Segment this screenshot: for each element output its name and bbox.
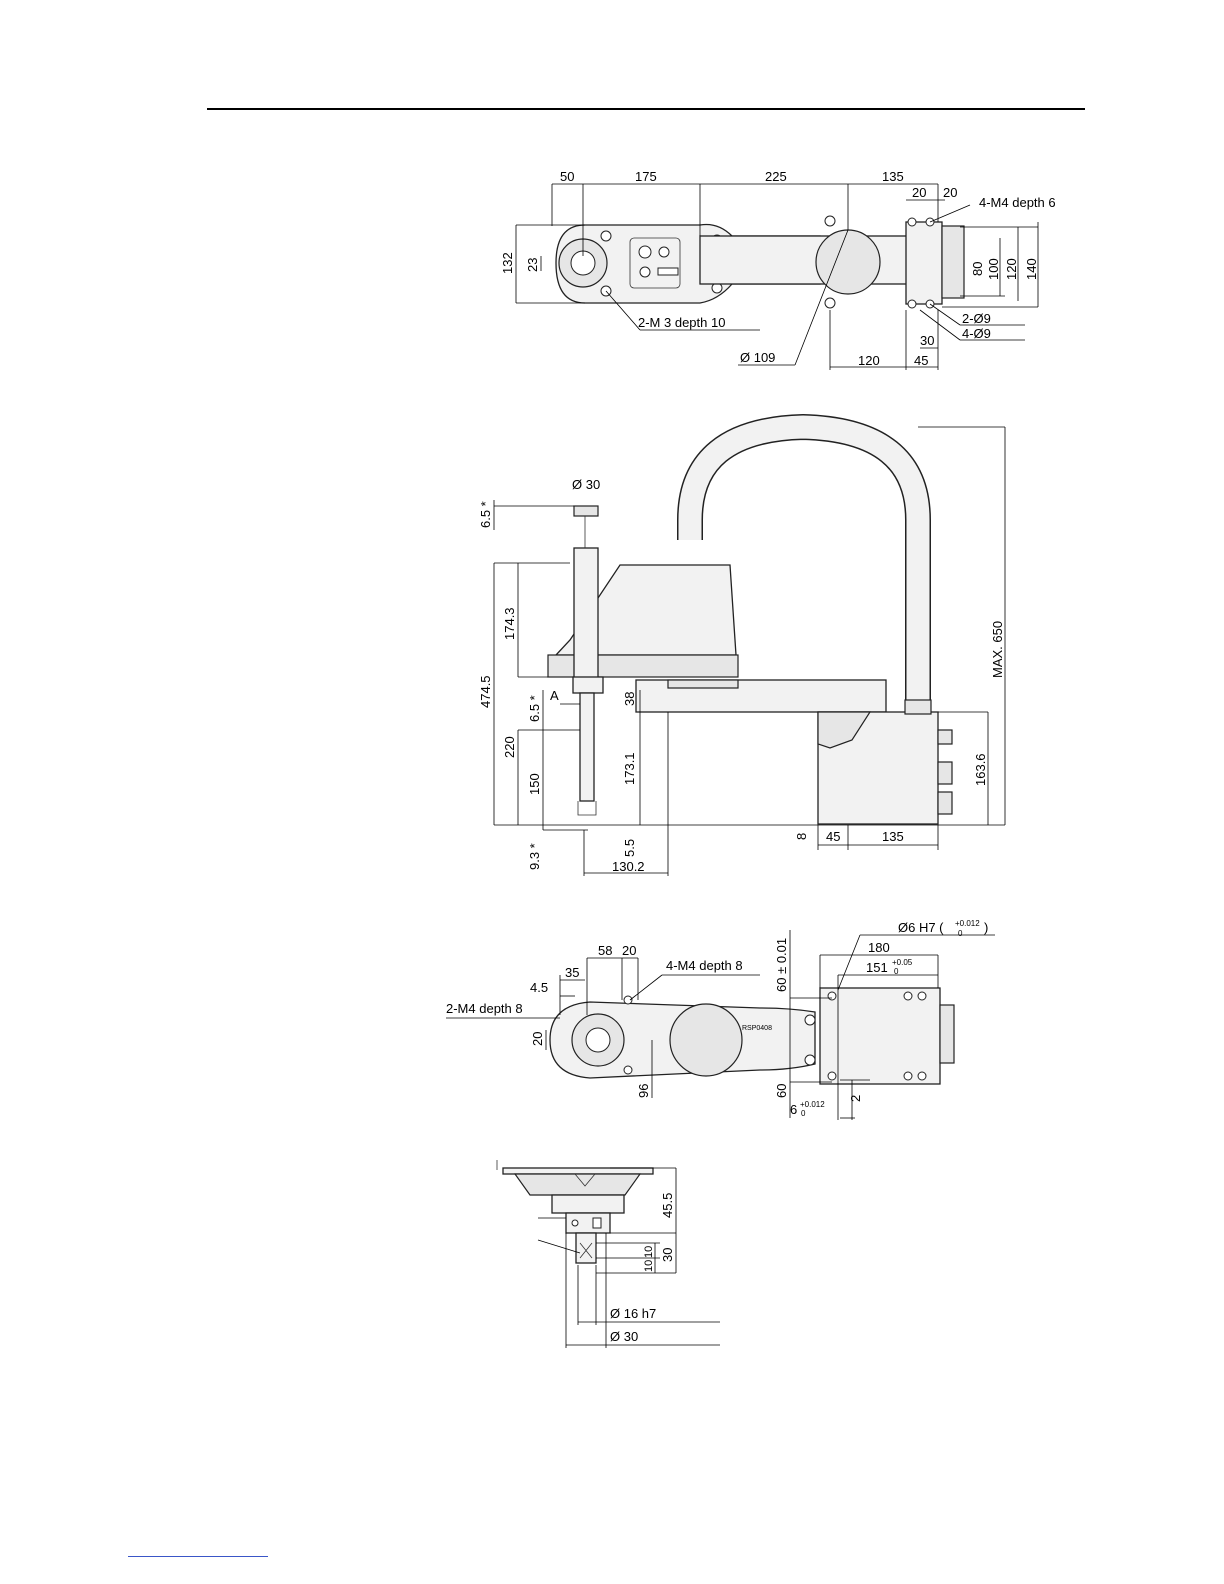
model-label: RSP0408 <box>742 1025 772 1032</box>
base-top-view: RSP0408 <box>446 919 995 1120</box>
callout-2-d9: 2-Ø9 <box>962 311 991 326</box>
callout-4-m4-depth-8: 4-M4 depth 8 <box>666 958 743 973</box>
section-mark-a: A <box>550 688 559 703</box>
dim-20-a: 20 <box>912 185 926 200</box>
dim-30-detail: 30 <box>660 1248 675 1262</box>
dim-132: 132 <box>500 252 515 274</box>
tol-lower-d6: 0 <box>958 929 963 938</box>
dim-45: 45 <box>914 353 928 368</box>
footer-link-underline[interactable] <box>128 1556 268 1557</box>
dim-max-650: MAX. 650 <box>990 621 1005 678</box>
dim-45-side: 45 <box>826 829 840 844</box>
dim-20-base: 20 <box>622 943 636 958</box>
dim-220: 220 <box>502 736 517 758</box>
detail-view: 45.5 10 10 30 Ø 16 h7 Ø 30 <box>496 1160 720 1348</box>
callout-2-m3-depth-10: 2-M 3 depth 10 <box>638 315 725 330</box>
dim-173.1: 173.1 <box>622 752 637 785</box>
dim-6-tol: 6 <box>790 1102 797 1117</box>
dim-80: 80 <box>970 262 985 276</box>
dim-175: 175 <box>635 169 657 184</box>
dim-96: 96 <box>636 1084 651 1098</box>
dim-5.5: 5.5 <box>622 839 637 857</box>
dim-120-bottom: 120 <box>858 353 880 368</box>
callout-4-m4-depth-6: 4-M4 depth 6 <box>979 195 1056 210</box>
dim-140: 140 <box>1024 258 1039 280</box>
dim-60-tol: 60 ± 0.01 <box>774 938 789 992</box>
tol-upper-151: +0.05 <box>892 958 913 967</box>
tol-lower-151: 0 <box>894 967 899 976</box>
callout-d109: Ø 109 <box>740 350 775 365</box>
dim-10-a: 10 <box>643 1246 655 1258</box>
dim-23: 23 <box>525 258 540 272</box>
side-view: Ø 30 6.5 * 174.3 474.5 6.5 * 220 150 38 … <box>478 413 1006 876</box>
tol-upper-d6: +0.012 <box>955 919 980 928</box>
tol-lower-6: 0 <box>801 1109 806 1118</box>
dim-9.3: 9.3 * <box>527 843 542 870</box>
callout-d6-close: ) <box>984 920 988 935</box>
dim-d30-top: Ø 30 <box>572 477 600 492</box>
dim-58: 58 <box>598 943 612 958</box>
dim-150: 150 <box>527 773 542 795</box>
dim-4.5: 4.5 <box>530 980 548 995</box>
dim-151: 151 <box>866 960 888 975</box>
dim-100: 100 <box>986 258 1001 280</box>
dim-6.5-mid: 6.5 * <box>527 695 542 722</box>
dim-38: 38 <box>622 692 637 706</box>
dim-135-side: 135 <box>882 829 904 844</box>
dim-225: 225 <box>765 169 787 184</box>
dim-45.5: 45.5 <box>660 1193 675 1218</box>
dim-474.5: 474.5 <box>478 675 493 708</box>
dim-60: 60 <box>774 1084 789 1098</box>
callout-d16-h7: Ø 16 h7 <box>610 1306 656 1321</box>
callout-d30: Ø 30 <box>610 1329 638 1344</box>
callout-2-m4-depth-8: 2-M4 depth 8 <box>446 1001 523 1016</box>
dim-180: 180 <box>868 940 890 955</box>
dim-10-b: 10 <box>643 1260 655 1272</box>
dim-30: 30 <box>920 333 934 348</box>
callout-4-d9: 4-Ø9 <box>962 326 991 341</box>
dim-2: 2 <box>848 1095 863 1102</box>
dim-163.6: 163.6 <box>973 753 988 786</box>
callout-d6-h7: Ø6 H7 ( <box>898 920 944 935</box>
dim-20-vert: 20 <box>530 1032 545 1046</box>
dim-130.2: 130.2 <box>612 859 645 874</box>
dim-35: 35 <box>565 965 579 980</box>
tol-upper-6: +0.012 <box>800 1100 825 1109</box>
dim-174.3: 174.3 <box>502 607 517 640</box>
dim-20-b: 20 <box>943 185 957 200</box>
top-view: 50 175 225 135 20 20 4-M4 depth 6 132 23… <box>500 169 1056 370</box>
dim-8: 8 <box>794 833 809 840</box>
header-rule <box>207 108 1085 110</box>
dim-135: 135 <box>882 169 904 184</box>
dim-50: 50 <box>560 169 574 184</box>
dim-6.5-top: 6.5 * <box>478 501 493 528</box>
dim-120: 120 <box>1004 258 1019 280</box>
